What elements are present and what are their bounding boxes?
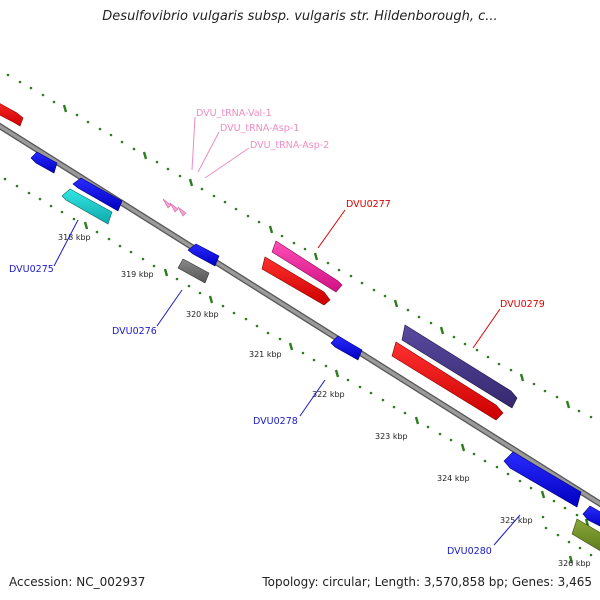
accession-text: Accession: NC_002937 <box>9 575 146 589</box>
genome-backbone <box>0 122 600 508</box>
label-dvu0277[interactable]: DVU0277 <box>346 199 391 210</box>
tick-label-318: 318 kbp <box>58 233 91 242</box>
gene-arrow-dvu0275[interactable] <box>61 188 113 225</box>
gene-arrow-olive[interactable] <box>571 518 600 553</box>
label-dvu0279[interactable]: DVU0279 <box>500 299 545 310</box>
gene-labels: DVU_tRNA-Val-1 DVU_tRNA-Asp-1 DVU_tRNA-A… <box>9 108 545 557</box>
tick-label-323: 323 kbp <box>375 432 408 441</box>
tick-labels: 318 kbp 319 kbp 320 kbp 321 kbp 322 kbp … <box>58 233 591 568</box>
gene-arrow-dvu0277[interactable] <box>261 240 343 306</box>
label-leader-lines <box>53 116 521 546</box>
label-dvu0275[interactable]: DVU0275 <box>9 264 54 275</box>
label-trna-val-1[interactable]: DVU_tRNA-Val-1 <box>196 108 272 119</box>
gene-arrow-offscreen-left[interactable] <box>0 98 24 127</box>
label-trna-asp-1[interactable]: DVU_tRNA-Asp-1 <box>220 123 299 134</box>
label-dvu0280[interactable]: DVU0280 <box>447 546 492 557</box>
label-trna-asp-2[interactable]: DVU_tRNA-Asp-2 <box>250 140 329 151</box>
tick-label-324: 324 kbp <box>437 474 470 483</box>
tick-label-325: 325 kbp <box>500 516 533 525</box>
inner-tick-ring <box>3 177 593 564</box>
tick-label-320: 320 kbp <box>186 310 219 319</box>
tick-label-321: 321 kbp <box>249 350 282 359</box>
topology-text: Topology: circular; Length: 3,570,858 bp… <box>262 575 592 589</box>
tick-label-322: 322 kbp <box>312 390 345 399</box>
gene-arrow-blue-319[interactable] <box>187 243 220 267</box>
outer-tick-ring <box>6 73 593 419</box>
tick-label-319: 319 kbp <box>121 270 154 279</box>
map-title: Desulfovibrio vulgaris subsp. vulgaris s… <box>102 9 498 24</box>
gene-arrow-dvu0279[interactable] <box>391 324 518 421</box>
tick-label-326: 326 kbp <box>558 559 591 568</box>
label-dvu0278[interactable]: DVU0278 <box>253 416 298 427</box>
gene-arrow-dvu0280[interactable] <box>503 451 600 528</box>
gene-arrow-blue-small-1[interactable] <box>30 151 58 174</box>
reverse-strand-genes <box>30 151 600 553</box>
label-dvu0276[interactable]: DVU0276 <box>112 326 157 337</box>
gene-arrow-dvu0276[interactable] <box>177 258 210 284</box>
forward-strand-genes <box>0 98 518 421</box>
trna-arrows[interactable] <box>162 198 187 217</box>
gene-arrow-blue-318[interactable] <box>72 177 123 212</box>
gene-arrow-dvu0278[interactable] <box>330 335 363 361</box>
